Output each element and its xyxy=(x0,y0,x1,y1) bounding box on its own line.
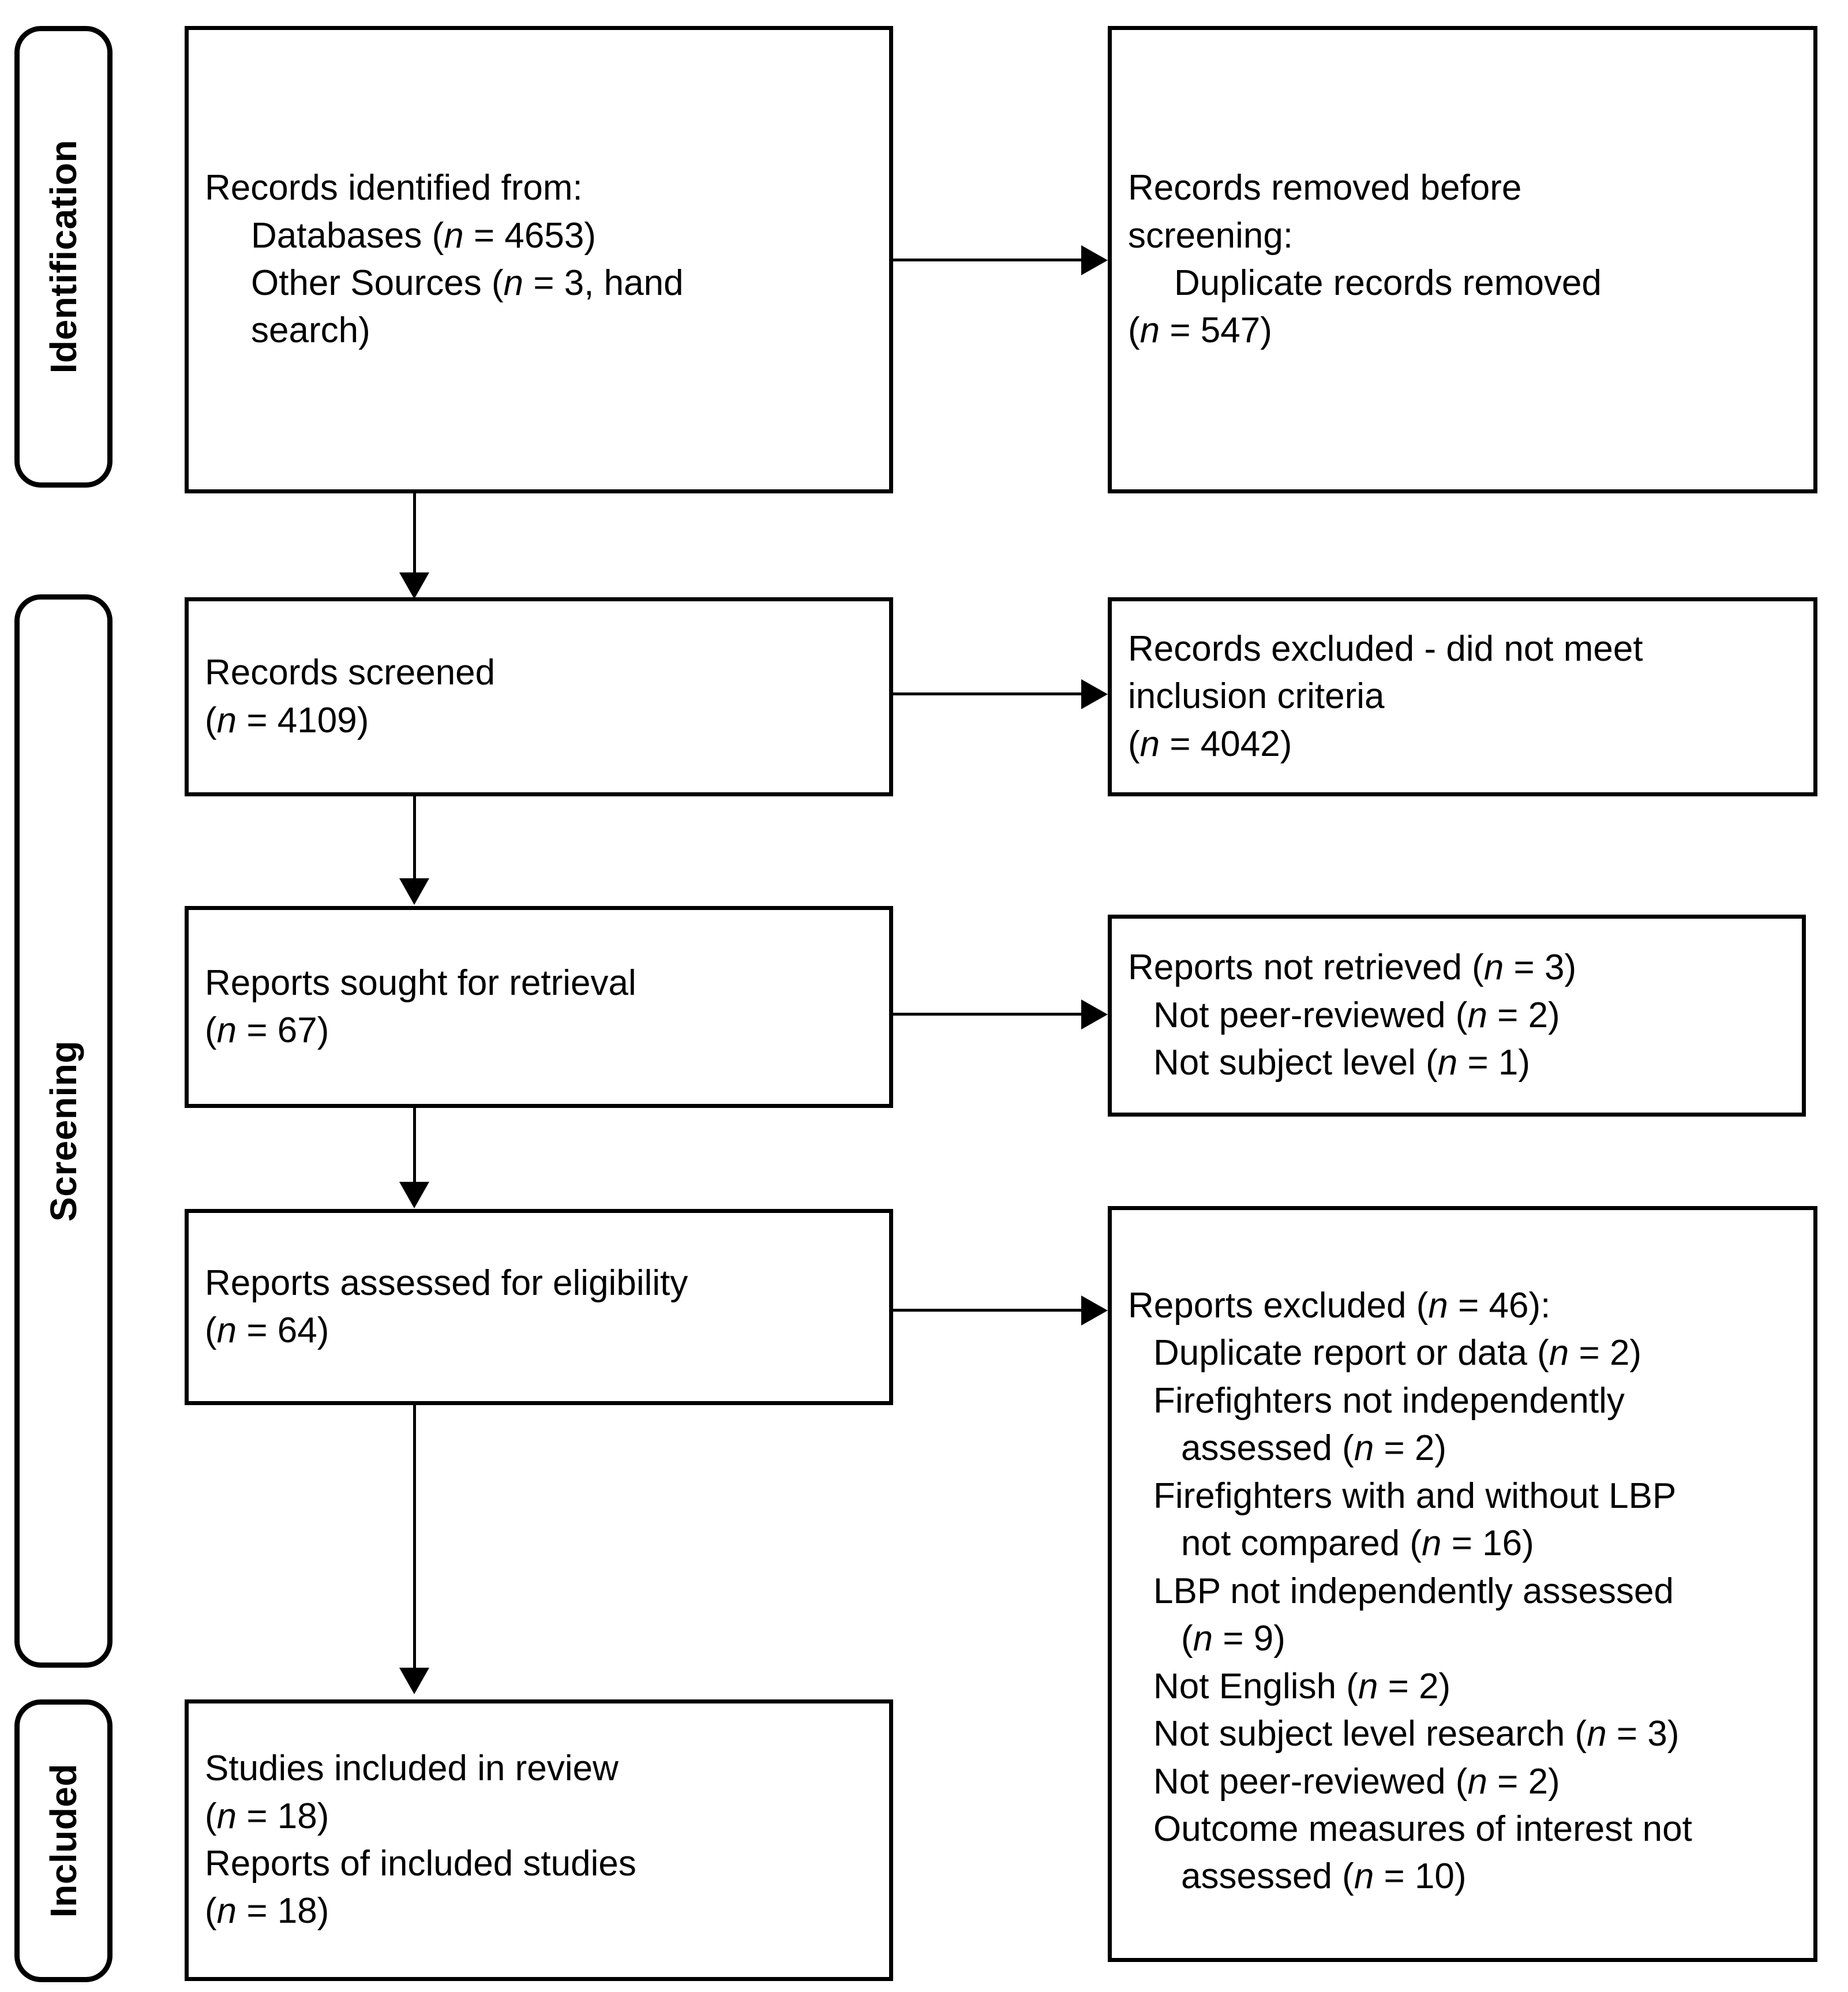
arrowhead-identified-to-screened xyxy=(399,572,429,599)
box-line: (n = 4109) xyxy=(205,700,369,740)
box-line: inclusion criteria xyxy=(1128,676,1385,717)
connector-identified-to-removed xyxy=(893,259,1084,261)
connector-identified-to-screened xyxy=(413,493,416,574)
box-line: Records screened xyxy=(205,653,496,693)
box-line: Records removed before xyxy=(1128,168,1522,208)
box-line: Reports assessed for eligibility xyxy=(205,1263,688,1303)
box-line: Firefighters not independently xyxy=(1153,1380,1625,1421)
connector-assessed-to-reports-excluded xyxy=(893,1309,1084,1312)
box-line: not compared (n = 16) xyxy=(1181,1523,1534,1564)
arrowhead-assessed-to-reports-excluded xyxy=(1081,1295,1108,1325)
box-line: (n = 547) xyxy=(1128,310,1272,351)
box-line: Not peer-reviewed (n = 2) xyxy=(1153,995,1560,1035)
phase-bar-identification: Identification xyxy=(14,26,113,488)
box-line: Firefighters with and without LBP xyxy=(1153,1476,1677,1516)
phase-bar-included: Included xyxy=(14,1699,113,1982)
box-line: (n = 4042) xyxy=(1128,724,1292,764)
box-line: screening: xyxy=(1128,215,1294,256)
box-line: Not peer-reviewed (n = 2) xyxy=(1153,1761,1560,1802)
box-line: Not subject level (n = 1) xyxy=(1153,1043,1531,1083)
connector-screened-to-excluded xyxy=(893,692,1084,695)
box-line: Reports of included studies xyxy=(205,1844,636,1884)
arrowhead-sought-to-assessed xyxy=(399,1182,429,1208)
box-line: Records identified from: xyxy=(205,168,583,208)
box-line: Outcome measures of interest not xyxy=(1153,1808,1692,1849)
box-line: (n = 64) xyxy=(205,1310,329,1350)
box-records-identified: Records identified from: Databases (n = … xyxy=(185,26,893,493)
box-records-excluded: Records excluded - did not meet inclusio… xyxy=(1108,597,1817,796)
box-line: LBP not independently assessed xyxy=(1153,1571,1674,1611)
box-line: assessed (n = 10) xyxy=(1181,1856,1467,1897)
box-reports-not-retrieved: Reports not retrieved (n = 3) Not peer-r… xyxy=(1108,915,1806,1117)
arrowhead-screened-to-sought xyxy=(399,878,429,905)
box-line: (n = 18) xyxy=(205,1796,329,1836)
box-line: Studies included in review xyxy=(205,1748,619,1789)
box-line: Records excluded - did not meet xyxy=(1128,628,1643,669)
connector-sought-to-not-retrieved xyxy=(893,1013,1084,1016)
box-line: Not English (n = 2) xyxy=(1153,1666,1451,1706)
box-line: assessed (n = 2) xyxy=(1181,1428,1447,1469)
box-records-screened: Records screened (n = 4109) xyxy=(185,597,893,796)
phase-label-screening: Screening xyxy=(43,1040,84,1222)
phase-label-included: Included xyxy=(43,1763,84,1918)
box-line: Reports sought for retrieval xyxy=(205,963,636,1003)
arrowhead-identified-to-removed xyxy=(1081,245,1108,275)
box-line: Duplicate records removed xyxy=(1174,263,1602,303)
box-studies-included: Studies included in review (n = 18) Repo… xyxy=(185,1699,893,1981)
box-line: Duplicate report or data (n = 2) xyxy=(1153,1333,1642,1373)
box-line: search) xyxy=(251,310,370,351)
phase-bar-screening: Screening xyxy=(14,594,113,1668)
box-records-removed: Records removed before screening: Duplic… xyxy=(1108,26,1817,493)
arrowhead-sought-to-not-retrieved xyxy=(1081,999,1108,1029)
connector-sought-to-assessed xyxy=(413,1108,416,1183)
box-line: Other Sources (n = 3, hand xyxy=(251,263,684,303)
box-line: Reports not retrieved (n = 3) xyxy=(1128,948,1577,988)
box-reports-sought: Reports sought for retrieval (n = 67) xyxy=(185,906,893,1108)
box-line: Not subject level research (n = 3) xyxy=(1153,1714,1680,1754)
box-line: (n = 9) xyxy=(1181,1619,1285,1659)
box-line: (n = 18) xyxy=(205,1891,329,1931)
box-reports-assessed: Reports assessed for eligibility (n = 64… xyxy=(185,1209,893,1405)
box-reports-excluded: Reports excluded (n = 46): Duplicate rep… xyxy=(1108,1206,1817,1962)
box-line: Reports excluded (n = 46): xyxy=(1128,1286,1551,1325)
box-line: (n = 67) xyxy=(205,1010,329,1050)
box-line: Databases (n = 4653) xyxy=(251,215,596,256)
arrowhead-assessed-to-included xyxy=(399,1668,429,1694)
connector-assessed-to-included xyxy=(413,1402,416,1669)
connector-screened-to-sought xyxy=(413,796,416,880)
phase-label-identification: Identification xyxy=(43,140,84,374)
arrowhead-screened-to-excluded xyxy=(1081,679,1108,709)
